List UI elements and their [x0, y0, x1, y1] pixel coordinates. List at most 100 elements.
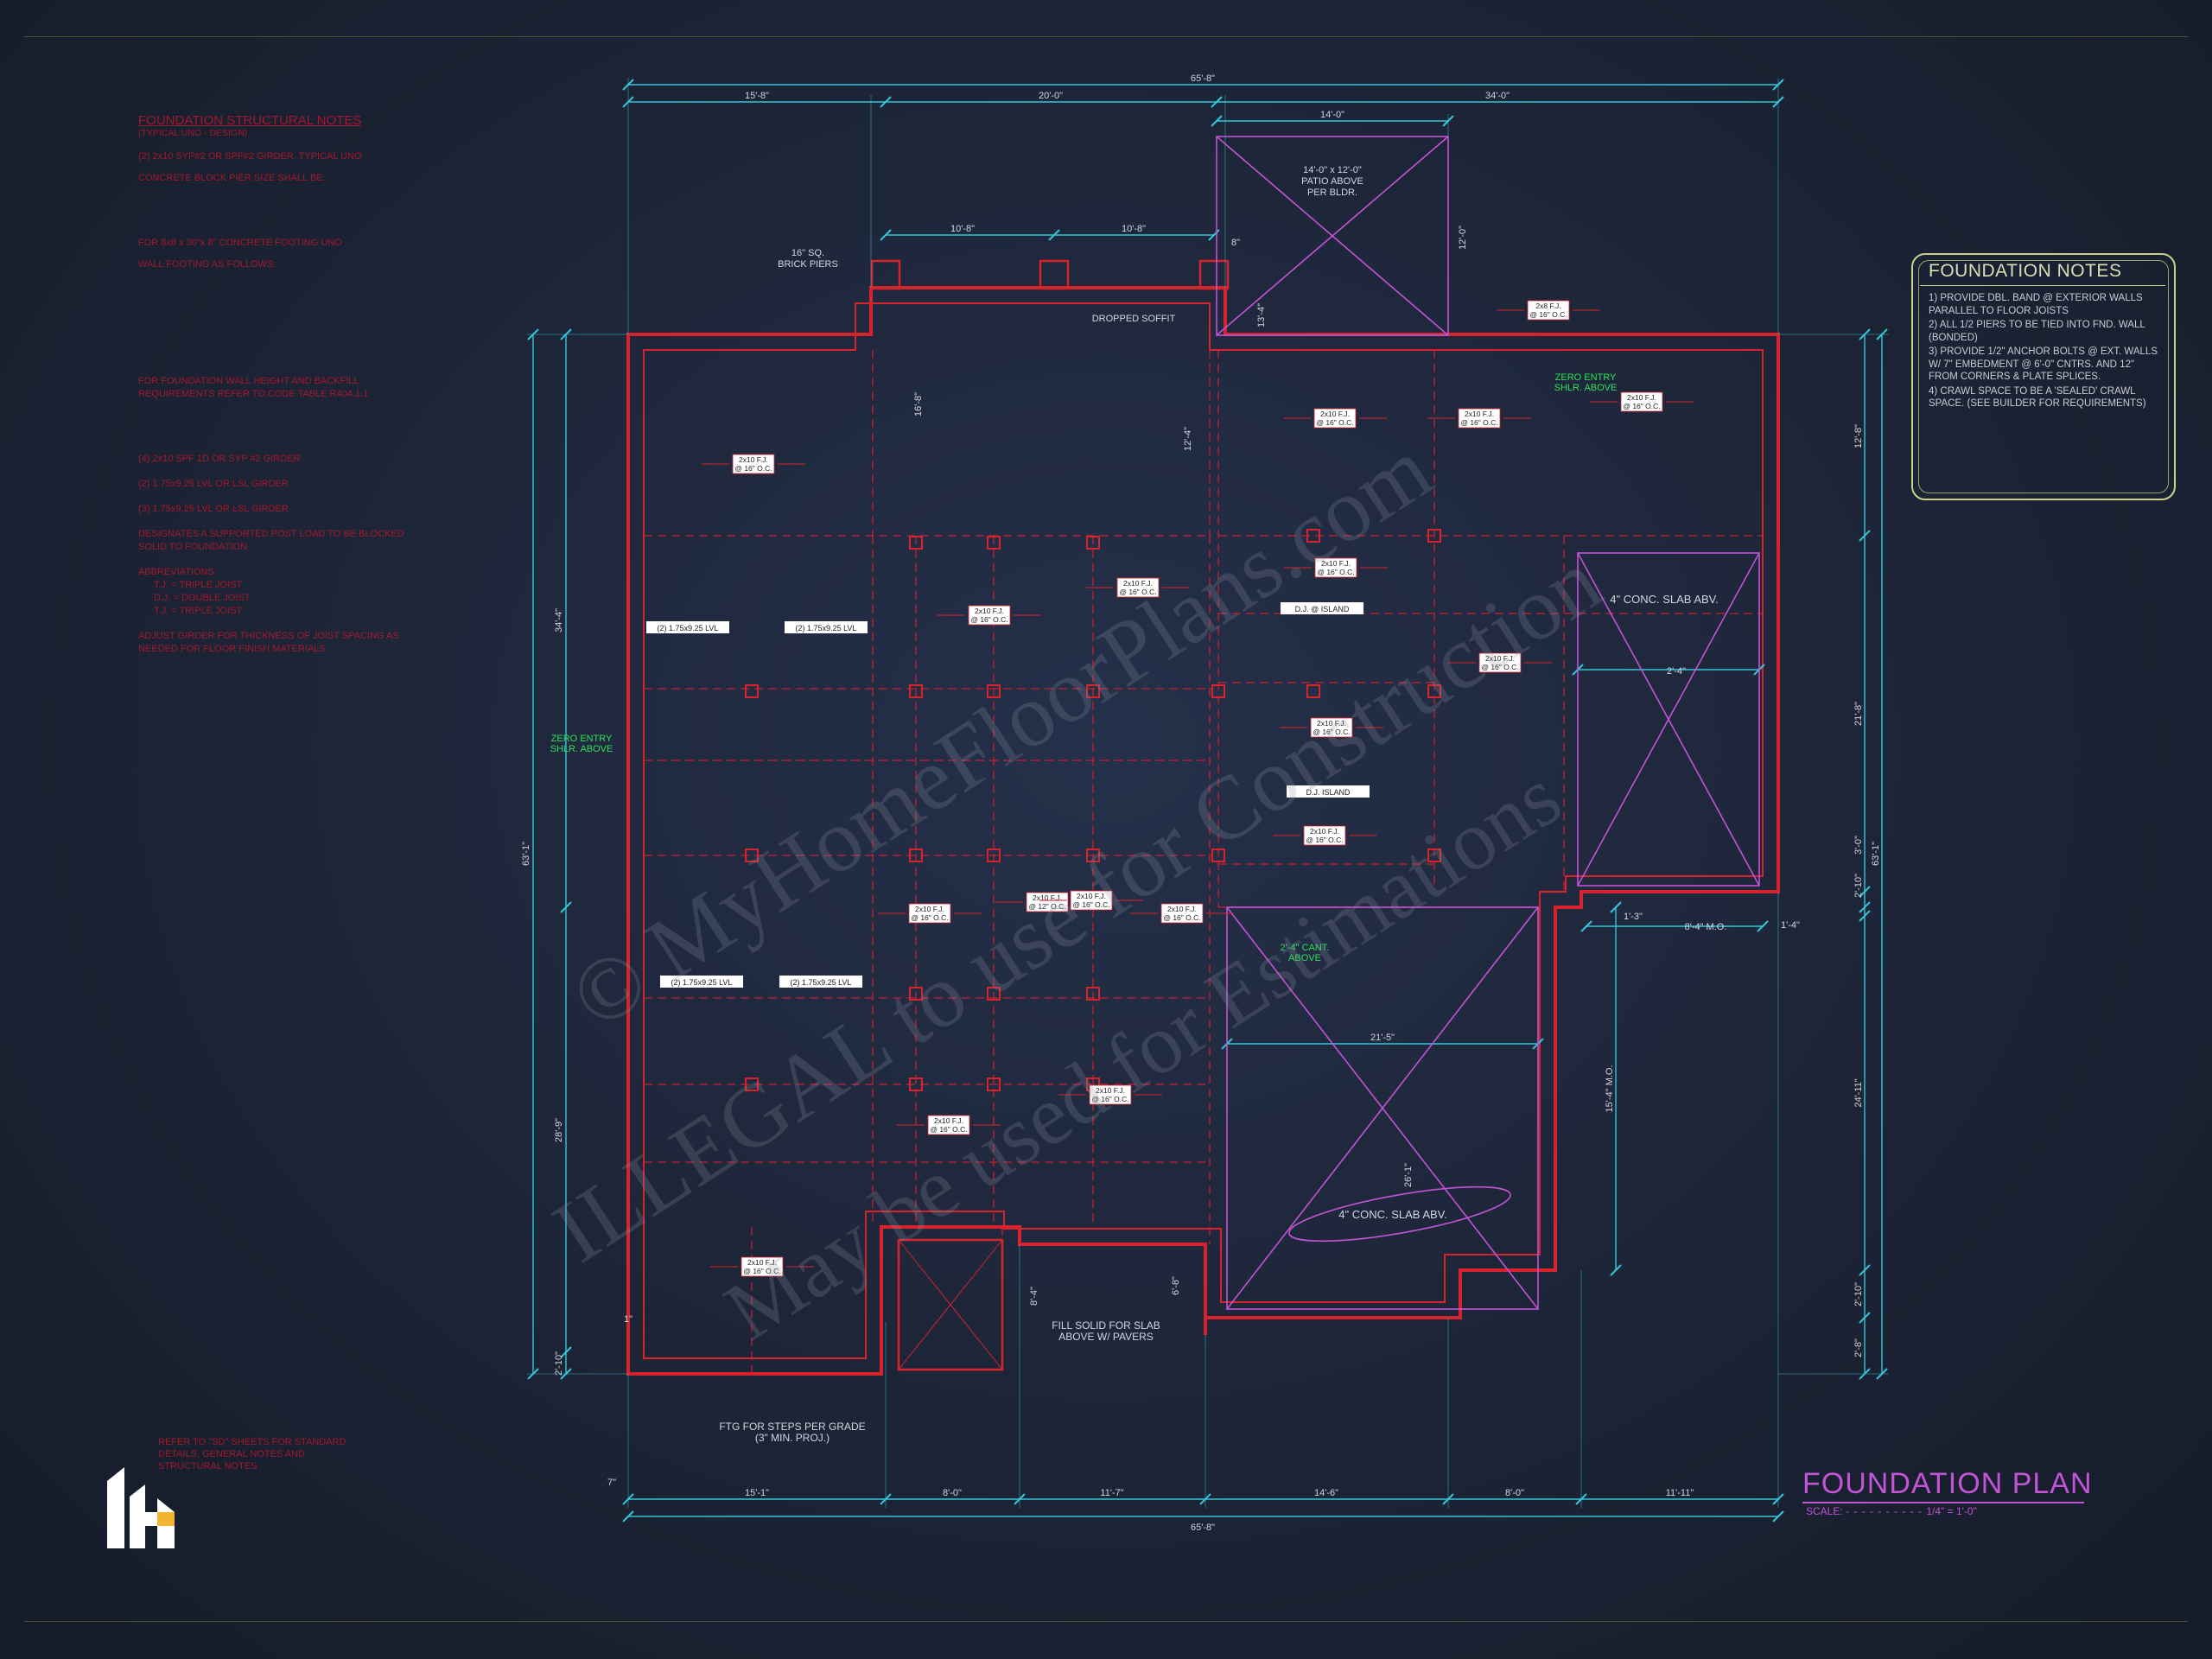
joist-tag-box — [741, 1256, 784, 1277]
pier — [1086, 987, 1100, 1001]
pier — [1086, 849, 1100, 862]
dim-right-4: 2'-10" — [1853, 874, 1864, 898]
beam-tag: (2) 1.75x9.25 LVL — [779, 976, 862, 988]
beam-tag: D.J. @ ISLAND — [1281, 602, 1363, 614]
slab-outline — [1226, 906, 1539, 1310]
zero-entry-right-label: SHLR. ABOVE — [1554, 383, 1618, 393]
dimension-labels: 65'-8"15'-8"20'-0"34'-0"14'-0"10'-8"10'-… — [521, 73, 1881, 1533]
zero-entry-left-label: ZERO ENTRY — [551, 734, 613, 744]
joist-tag-spacing: @ 16" O.C. — [1119, 588, 1156, 596]
dim-misc: 8" — [1231, 238, 1240, 248]
joist-tag-size: 2x10 F.J. — [975, 607, 1004, 615]
right-dim-tick — [1859, 886, 1871, 898]
joist-tag-spacing: @ 16" O.C. — [1317, 568, 1354, 576]
top-dim-tick — [880, 96, 892, 108]
joist-tag-spacing: @ 16" O.C. — [1163, 913, 1200, 922]
dim-right-2: 21'-8" — [1853, 702, 1864, 726]
plan-scale: SCALE: - - - - - - - - - - 1/4" = 1'-0" — [1806, 1505, 1977, 1517]
dim-misc: 8'-4" M.O. — [1685, 922, 1727, 932]
joist-tag: 2x10 F.J.@ 16" O.C. — [710, 1256, 814, 1277]
pier — [909, 849, 923, 862]
foundation-notes-box — [1911, 253, 2176, 500]
porch-dim-tick — [1208, 229, 1220, 241]
dim-misc: 1" — [624, 1314, 632, 1325]
brick-pier — [1198, 259, 1230, 290]
joist-tag: 2x10 F.J.@ 16" O.C. — [1448, 652, 1552, 673]
porch-dim-tick — [1048, 229, 1060, 241]
joist-tag-spacing: @ 16" O.C. — [1313, 728, 1350, 736]
joist-tag: 2x10 F.J.@ 16" O.C. — [1058, 1084, 1162, 1105]
joist-tag: 2x8 F.J.@ 16" O.C. — [1497, 300, 1600, 321]
ftg-steps-label: FTG FOR STEPS PER GRADE — [719, 1421, 865, 1433]
interior-dim-tick — [1757, 920, 1769, 932]
joist-tag-spacing: @ 16" O.C. — [1316, 418, 1353, 427]
beam-tag: (2) 1.75x9.25 LVL — [785, 621, 868, 633]
slab-outline — [1577, 552, 1760, 887]
patio-diag — [1216, 136, 1449, 336]
pier — [909, 987, 923, 1001]
pier — [1211, 684, 1225, 698]
beam-tag-box — [779, 976, 862, 988]
dim-overall-bottom: 65'-8" — [1191, 1522, 1215, 1533]
joist-tag-size: 2x10 F.J. — [934, 1116, 963, 1125]
beam-tag-box — [785, 621, 868, 633]
joist-tag: 2x10 F.J.@ 16" O.C. — [1086, 577, 1190, 598]
pier — [1306, 684, 1320, 698]
right-dim-tick — [1859, 901, 1871, 913]
brand-logo-icon — [107, 1467, 175, 1548]
overall-bottom-dim-tick — [1772, 1510, 1784, 1522]
left-dim-tick — [560, 1346, 572, 1358]
joist-tag: 2x10 F.J.@ 16" O.C. — [1039, 890, 1143, 911]
interior-dim-tick — [1610, 1264, 1622, 1276]
pier — [1427, 849, 1441, 862]
zero-entry-right-label: ZERO ENTRY — [1555, 372, 1617, 383]
foundation-notes-title: FOUNDATION NOTES — [1929, 261, 2122, 281]
brick-piers-label: BRICK PIERS — [778, 259, 838, 270]
joist-tag: 2x10 F.J.@ 16" O.C. — [878, 903, 982, 924]
structural-note-6: (4) 2x10 SPF 1D OR SYP #2 GIRDER — [138, 454, 301, 464]
joist-tag-spacing: @ 16" O.C. — [1306, 836, 1343, 844]
dim-right-6: 2'-10" — [1853, 1282, 1864, 1306]
dim-top-2: 20'-0" — [1039, 91, 1063, 101]
joist-tag: 2x10 F.J.@ 12" O.C. — [995, 892, 1099, 912]
brick-piers-label: 16" SQ. — [791, 248, 824, 258]
structural-note-10: ABBREVIATIONS: — [138, 567, 217, 577]
joist-tag-size: 2x10 F.J. — [915, 905, 944, 913]
pier — [987, 987, 1001, 1001]
joist-tag-spacing: @ 16" O.C. — [1460, 418, 1497, 427]
dim-left-2: 28'-9" — [554, 1118, 564, 1142]
joist-tag-size: 2x10 F.J. — [1320, 410, 1350, 418]
plan-title: FOUNDATION PLAN — [1802, 1467, 2093, 1500]
joist-tag-box — [1310, 717, 1353, 738]
joist-tag-box — [1026, 892, 1069, 912]
joist-tag-spacing: @ 16" O.C. — [930, 1125, 967, 1134]
abbreviation-3: T.J. = TRIPLE JOIST — [154, 606, 243, 616]
joist-tag-box — [1620, 391, 1663, 412]
step-footing — [897, 1238, 1004, 1371]
beam-tag-box — [1287, 785, 1370, 798]
joist-tag: 2x10 F.J.@ 16" O.C. — [1283, 408, 1387, 429]
dim-bottom-3: 11'-7" — [1100, 1488, 1123, 1498]
joist-tag-size: 2x10 F.J. — [1310, 827, 1339, 836]
structural-note-7: (2) 1.75x9.25 LVL OR LSL GIRDER — [138, 479, 289, 489]
pier — [745, 1077, 759, 1091]
dim-top-1: 15'-8" — [745, 91, 769, 101]
cant-label: 2'-4" CANT. — [1281, 943, 1330, 953]
fill-solid-label: ABOVE W/ PAVERS — [1058, 1331, 1154, 1343]
dim-misc: 26'-1" — [1403, 1163, 1414, 1187]
slab-diag — [1226, 906, 1539, 1310]
pier — [909, 536, 923, 550]
beam-tag-label: D.J. @ ISLAND — [1295, 605, 1350, 613]
cant-label: ABOVE — [1288, 953, 1321, 963]
interior-dim-tick — [1580, 920, 1592, 932]
dim-top-inner: 14'-0" — [1320, 110, 1344, 120]
pier — [1086, 536, 1100, 550]
dim-left-3: 2'-10" — [554, 1351, 564, 1376]
dim-left-overall: 63'-1" — [521, 842, 531, 866]
dim-bottom-2: 8'-0" — [943, 1488, 962, 1498]
patio-label: PER BLDR. — [1307, 188, 1357, 198]
slab-ellipse — [1288, 1185, 1511, 1243]
dim-misc: 1'-3" — [1624, 912, 1643, 922]
